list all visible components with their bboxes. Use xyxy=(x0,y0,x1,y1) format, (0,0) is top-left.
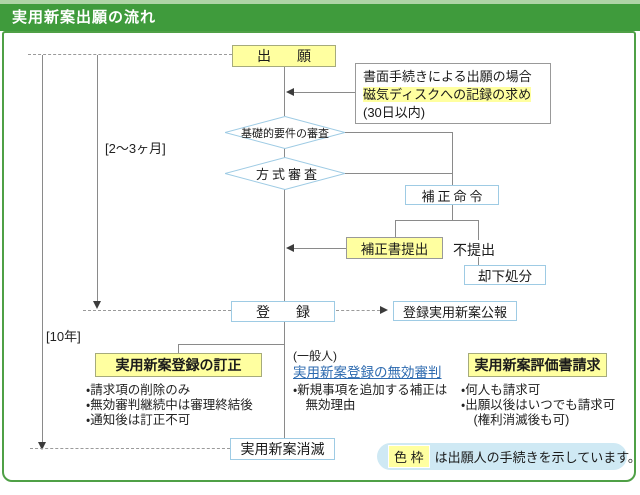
basic-requirements-exam-label: 基礎的要件の審査 xyxy=(241,127,329,140)
invalidation-title: 実用新案登録の無効審判 xyxy=(293,365,442,380)
arrow-right-icon xyxy=(380,306,388,314)
evaluation-bullet: ・出願以後はいつでも請求可 xyxy=(461,398,616,412)
amendment-submission-node: 補正書提出 xyxy=(346,237,443,259)
connector-line xyxy=(284,148,285,158)
dashed-line xyxy=(336,310,380,311)
connector-line xyxy=(452,205,453,220)
connector-line xyxy=(293,92,355,93)
diamond-shape xyxy=(225,157,345,190)
paper-procedure-line1: 書面手続きによる出願の場合 xyxy=(363,69,532,84)
connector-line xyxy=(395,220,479,221)
magnetic-disk-highlight: 磁気ディスクへの記録の求め xyxy=(363,87,532,102)
arrow-down-icon xyxy=(93,301,101,309)
invalidation-bullets: ・新規事項を追加する補正は 無効理由 xyxy=(293,383,447,413)
invalidation-bullet: ・新規事項を追加する補正は xyxy=(293,383,448,397)
timeline-months-label: [2〜3ヶ月] xyxy=(105,141,166,156)
paper-procedure-note: 書面手続きによる出願の場合 磁気ディスクへの記録の求め (30日以内) xyxy=(355,63,551,124)
evaluation-bullets: ・何人も請求可 ・出願以後はいつでも請求可 (権利消滅後も可) xyxy=(461,383,615,428)
connector-line xyxy=(395,220,396,237)
timeline-line-2-3-months xyxy=(97,55,98,302)
connector-line xyxy=(343,132,452,133)
correction-bullets: ・請求項の削除のみ ・無効審判継続中は審理終結後 ・通知後は訂正不可 xyxy=(86,383,253,428)
dismissal-node: 却下処分 xyxy=(464,265,546,285)
formality-exam-label: 方式審査 xyxy=(255,167,320,182)
timeline-years-label: [10年] xyxy=(46,329,81,344)
legend-text: は出願人の手続きを示しています。 xyxy=(434,450,640,465)
header-accent-strip xyxy=(0,0,640,4)
dashed-line xyxy=(83,310,231,311)
amendment-order-node: 補正命令 xyxy=(405,185,499,205)
correction-bullet: ・請求項の削除のみ xyxy=(86,383,191,397)
connector-line xyxy=(178,344,179,353)
invalidation-bullet: 無効理由 xyxy=(293,398,356,412)
paper-procedure-line2: 磁気ディスクへの記録の求め xyxy=(363,86,543,104)
correction-bullet: ・無効審判継続中は審理終結後 xyxy=(86,398,253,412)
correction-title: 実用新案登録の訂正 xyxy=(95,353,262,377)
evaluation-bullet: ・何人も請求可 xyxy=(461,383,541,397)
basic-requirements-exam-diamond: 基礎的要件の審査 xyxy=(225,116,345,149)
arrow-down-icon xyxy=(38,442,46,450)
paper-procedure-line3: (30日以内) xyxy=(363,105,426,120)
connector-line xyxy=(452,132,453,185)
connector-line xyxy=(178,344,284,345)
evaluation-bullet: (権利消滅後も可) xyxy=(461,413,570,427)
arrow-left-icon xyxy=(286,244,294,252)
dashed-line xyxy=(30,448,230,449)
gazette-node: 登録実用新案公報 xyxy=(393,301,517,321)
header-bar xyxy=(0,4,640,31)
timeline-line-10-years xyxy=(42,55,43,444)
page-title: 実用新案出願の流れ xyxy=(12,9,157,26)
invalidation-note: (一般人) xyxy=(293,349,337,363)
formality-exam-diamond: 方式審査 xyxy=(225,157,345,190)
non-submission-label: 不提出 xyxy=(453,242,495,258)
legend-color-chip: 色 枠 xyxy=(388,445,430,468)
connector-line xyxy=(293,248,346,249)
connector-line xyxy=(284,322,285,438)
connector-line xyxy=(478,220,479,240)
dashed-line xyxy=(28,54,232,55)
evaluation-title: 実用新案評価書請求 xyxy=(468,353,607,377)
connector-line xyxy=(284,189,285,301)
legend: 色 枠 は出願人の手続きを示しています。 xyxy=(377,443,640,470)
connector-line xyxy=(284,67,285,116)
correction-bullet: ・通知後は訂正不可 xyxy=(86,413,191,427)
application-node: 出 願 xyxy=(232,45,336,67)
extinction-node: 実用新案消滅 xyxy=(230,438,335,460)
connector-line xyxy=(478,257,479,266)
arrow-left-icon xyxy=(286,88,294,96)
diamond-shape xyxy=(225,116,345,149)
registration-node: 登 録 xyxy=(231,301,335,322)
connector-line xyxy=(345,173,452,174)
